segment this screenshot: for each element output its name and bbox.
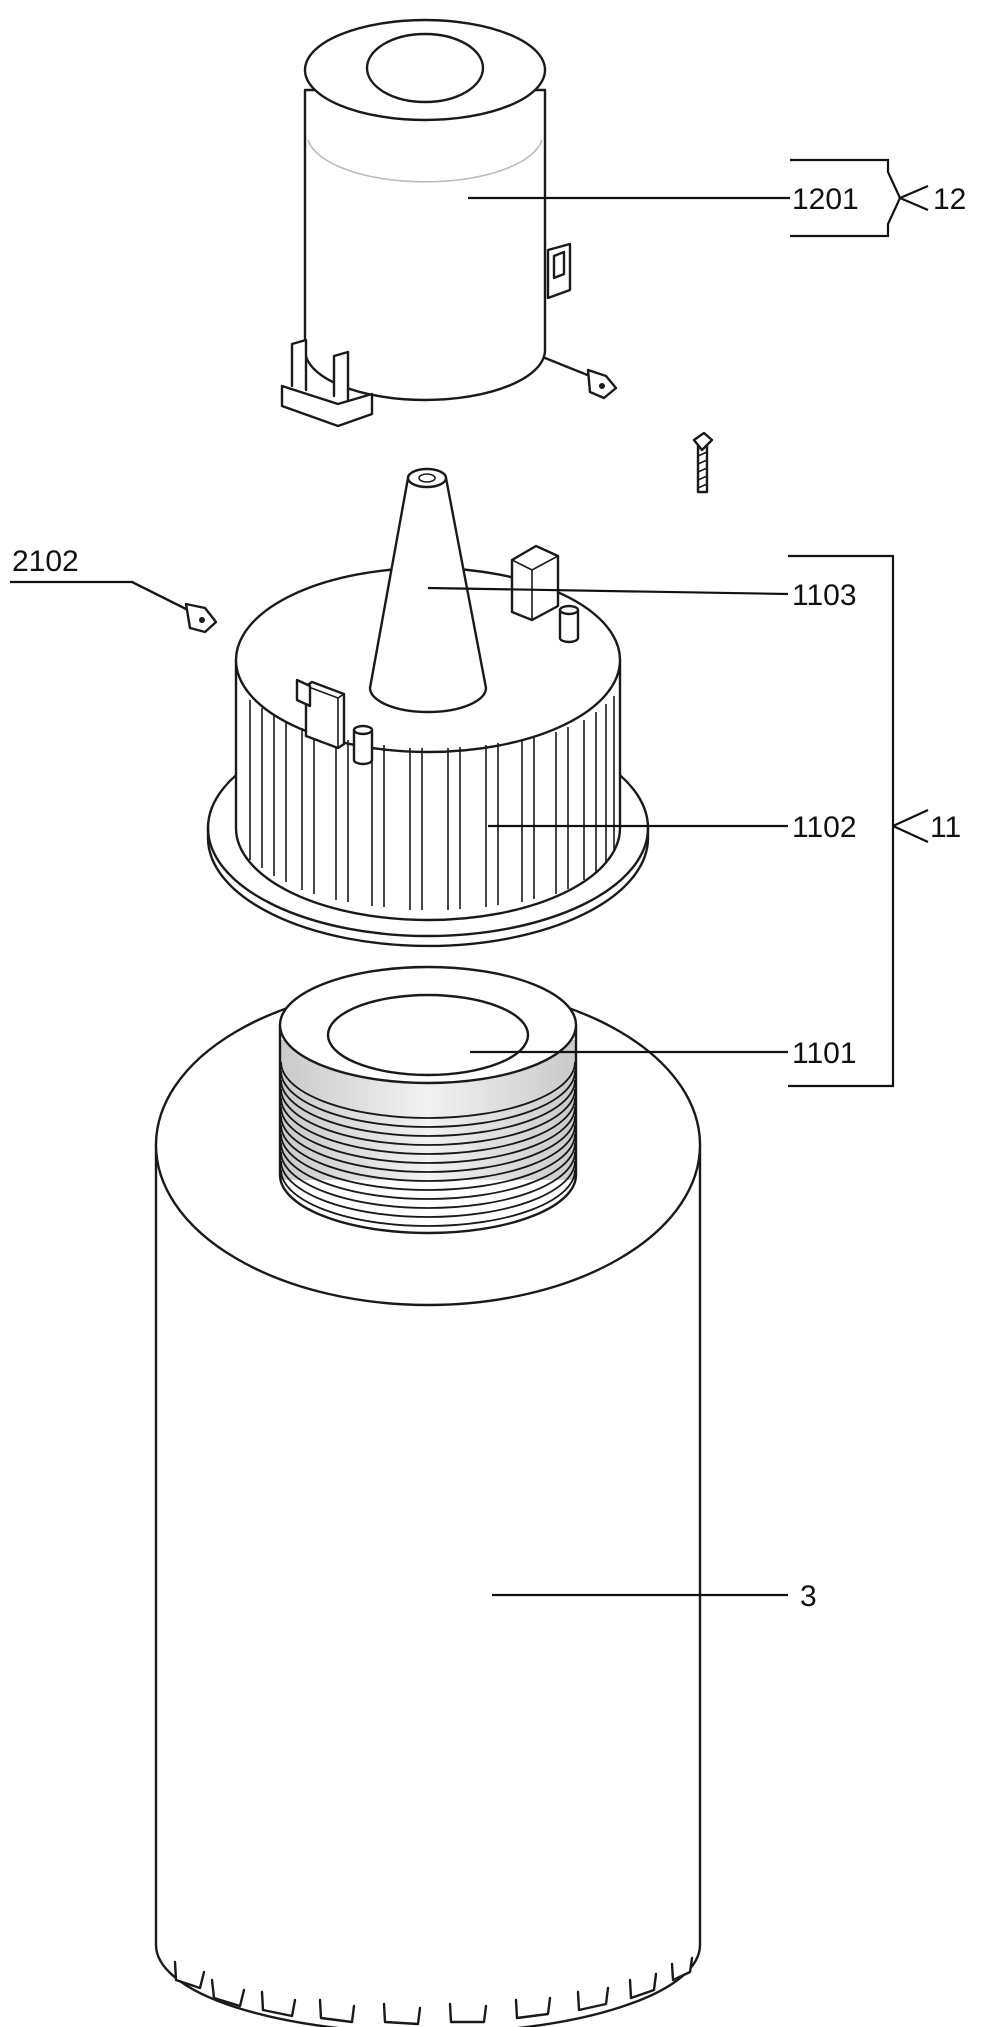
cone-1103 xyxy=(368,467,488,714)
label-12: 12 xyxy=(933,183,966,216)
wire-2102 xyxy=(130,580,218,634)
base-top-fittings xyxy=(295,544,580,766)
threaded-neck-1101 xyxy=(278,965,578,1235)
label-1102: 1102 xyxy=(792,811,857,844)
label-1201: 1201 xyxy=(792,183,859,216)
screw xyxy=(692,431,714,494)
label-2102: 2102 xyxy=(12,545,79,578)
label-3: 3 xyxy=(800,1580,817,1613)
leader-lines xyxy=(10,158,929,1597)
top-cap-1201 xyxy=(280,18,618,428)
label-1101: 1101 xyxy=(792,1037,857,1070)
reference-labels: 1201 12 2102 1103 1102 11 1101 3 xyxy=(12,183,966,1613)
label-11: 11 xyxy=(930,811,961,844)
label-1103: 1103 xyxy=(792,579,857,612)
